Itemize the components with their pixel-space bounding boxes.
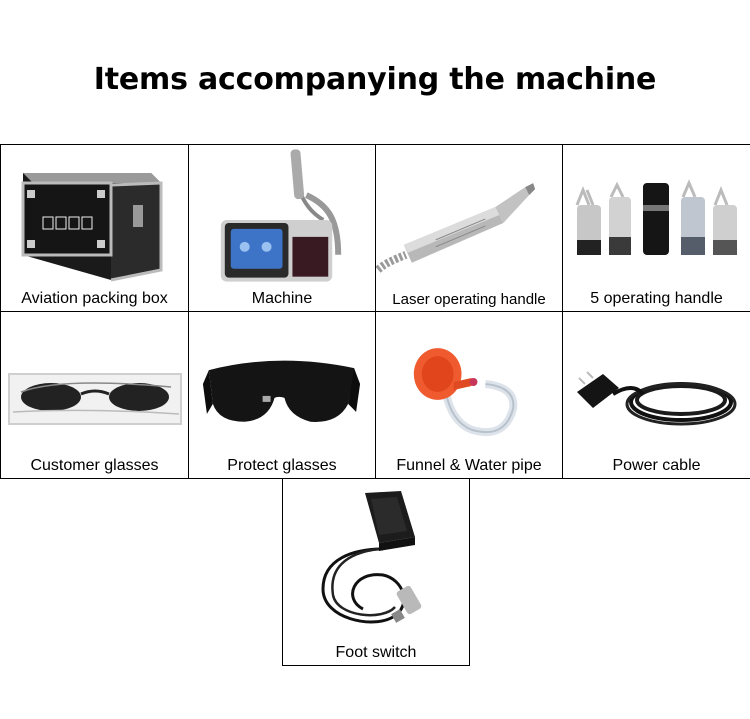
- item-foot-switch: Foot switch: [282, 478, 470, 666]
- item-label: Power cable: [612, 457, 701, 474]
- protect-glasses-icon: [202, 360, 361, 422]
- foot-switch-icon: [321, 491, 422, 624]
- item-funnel-pipe: Funnel & Water pipe: [376, 312, 563, 479]
- item-label: 5 operating handle: [590, 290, 723, 307]
- item-customer-glasses: Customer glasses: [1, 312, 189, 479]
- page-title: Items accompanying the machine: [93, 62, 657, 97]
- laser-handle-icon: [376, 183, 536, 273]
- item-handle-tips: 5 operating handle: [563, 145, 750, 312]
- item-label: Foot switch: [335, 644, 417, 661]
- item-power-cable: Power cable: [563, 312, 750, 479]
- funnel-pipe-icon: [413, 348, 518, 437]
- item-label: Laser operating handle: [392, 291, 546, 308]
- power-cable-icon: [577, 371, 737, 426]
- item-label: Aviation packing box: [21, 290, 168, 307]
- item-laser-handle: Laser operating handle: [376, 145, 563, 312]
- packing-box-icon: [21, 173, 163, 282]
- item-label: Customer glasses: [30, 457, 159, 474]
- item-machine: Machine: [189, 145, 376, 312]
- item-label: Funnel & Water pipe: [396, 457, 542, 474]
- item-protect-glasses: Protect glasses: [189, 312, 376, 479]
- items-grid: Aviation packing box Machine Laser opera: [0, 144, 750, 479]
- item-packing-box: Aviation packing box: [1, 145, 189, 312]
- handle-tips-icon: [575, 179, 737, 255]
- item-label: Machine: [251, 290, 313, 307]
- customer-glasses-icon: [8, 373, 182, 425]
- laser-machine-icon: [220, 149, 342, 282]
- item-label: Protect glasses: [227, 457, 337, 474]
